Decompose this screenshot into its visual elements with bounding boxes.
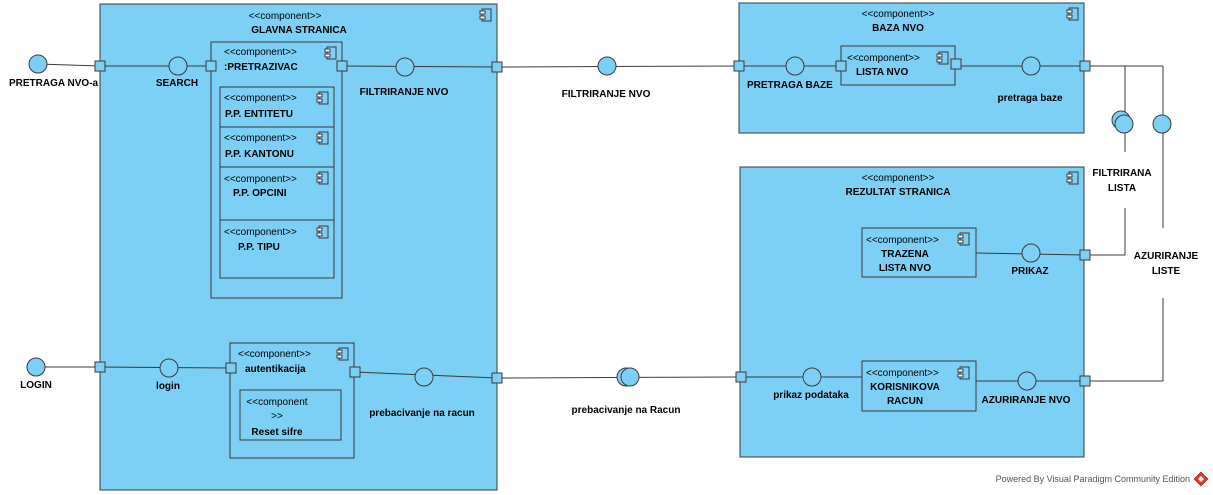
- component-korisnikova-racun[interactable]: <<component>> KORISNIKOVA RACUN: [861, 360, 977, 412]
- label-prebacivanje-racun: prebacivanje na racun: [369, 408, 475, 419]
- port[interactable]: [94, 361, 106, 373]
- stereotype: <<component>>: [862, 9, 935, 20]
- stereotype: <<component>>: [224, 47, 297, 58]
- component-rezultat-stranica[interactable]: <<component>> REZULTAT STRANICA: [739, 166, 1085, 458]
- component-title: Reset sifre: [251, 427, 303, 438]
- stereotype: >>: [271, 411, 283, 422]
- stereotype: <<component>>: [238, 349, 311, 360]
- port[interactable]: [491, 61, 503, 73]
- label-prikaz-podataka: prikaz podataka: [773, 390, 849, 401]
- interface-pretraga-baze-caps[interactable]: [785, 56, 805, 76]
- footer: Powered By Visual Paradigm Community Edi…: [996, 471, 1209, 487]
- interface-prebacivanje-racun[interactable]: [414, 367, 434, 387]
- label-login: login: [156, 381, 180, 392]
- port[interactable]: [735, 371, 747, 383]
- label-azuriranje-liste: LISTE: [1152, 266, 1181, 277]
- port[interactable]: [491, 372, 503, 384]
- component-title: P.P. TIPU: [238, 242, 280, 253]
- interface-prebacivanje-Racun[interactable]: [620, 367, 640, 387]
- interface-prikaz-podataka[interactable]: [802, 367, 822, 387]
- port[interactable]: [349, 366, 361, 378]
- stereotype: <<component>>: [224, 174, 297, 185]
- component-title: TRAZENA: [881, 249, 929, 260]
- component-pp-kantonu[interactable]: <<component>> P.P. KANTONU: [219, 126, 335, 168]
- component-title: P.P. KANTONU: [225, 149, 294, 160]
- port[interactable]: [950, 58, 962, 70]
- stereotype: <<component>>: [224, 133, 297, 144]
- interface-filtrirana-lista[interactable]: [1114, 114, 1134, 134]
- interface-pretraga-baze[interactable]: [1021, 56, 1041, 76]
- stereotype: <<component>>: [847, 53, 920, 64]
- port[interactable]: [225, 362, 237, 374]
- ports: [94, 58, 1091, 387]
- component-title: P.P. ENTITETU: [225, 109, 293, 120]
- label-pretraga-baze: pretraga baze: [997, 93, 1062, 104]
- visual-paradigm-logo-icon: [1193, 471, 1209, 487]
- port[interactable]: [94, 60, 106, 72]
- interface-azuriranje-liste[interactable]: [1152, 114, 1172, 134]
- port[interactable]: [336, 60, 348, 72]
- component-title: LISTA NVO: [856, 67, 908, 78]
- component-title: autentikacija: [245, 364, 306, 375]
- component-title: P.P. OPCINI: [233, 188, 287, 199]
- stereotype: <<component>>: [866, 235, 939, 246]
- interface-filtriranje-inner[interactable]: [395, 57, 415, 77]
- interface-filtriranje-outer[interactable]: [597, 56, 617, 76]
- label-login-caps: LOGIN: [20, 380, 52, 391]
- interface-azuriranje-nvo[interactable]: [1017, 371, 1037, 391]
- interface-pretraga-nvo-a[interactable]: [28, 54, 48, 74]
- stereotype: <<component>>: [862, 173, 935, 184]
- component-title: BAZA NVO: [872, 23, 924, 34]
- stereotype: <<component: [246, 397, 307, 408]
- port[interactable]: [1079, 375, 1091, 387]
- port[interactable]: [1079, 60, 1091, 72]
- label-prebacivanje-Racun: prebacivanje na Racun: [572, 405, 681, 416]
- stereotype: <<component>>: [224, 227, 297, 238]
- component-pp-tipu[interactable]: <<component>> P.P. TIPU: [219, 219, 335, 279]
- label-filtriranje-outer: FILTRIRANJE NVO: [562, 89, 651, 100]
- labels: PRETRAGA NVO-a SEARCH FILTRIRANJE NVO FI…: [9, 78, 1199, 419]
- interface-login-caps[interactable]: [26, 357, 46, 377]
- label-search: SEARCH: [156, 78, 198, 89]
- interfaces: [26, 54, 1172, 391]
- component-trazena-lista-nvo[interactable]: <<component>> TRAZENA LISTA NVO: [861, 227, 977, 278]
- label-prikaz: PRIKAZ: [1011, 266, 1048, 277]
- label-pretraga-nvo-a: PRETRAGA NVO-a: [9, 78, 99, 89]
- component-pp-entitetu[interactable]: <<component>> P.P. ENTITETU: [219, 86, 335, 128]
- label-filtrirana-lista: FILTRIRANA: [1092, 168, 1151, 179]
- component-title: GLAVNA STRANICA: [251, 25, 347, 36]
- powered-by-text: Powered By Visual Paradigm Community Edi…: [996, 474, 1190, 484]
- component-title: REZULTAT STRANICA: [846, 187, 951, 198]
- component-title: RACUN: [887, 396, 923, 407]
- component-pp-opcini[interactable]: <<component>> P.P. OPCINI: [219, 166, 335, 221]
- port[interactable]: [835, 60, 847, 72]
- component-title: LISTA NVO: [879, 263, 931, 274]
- interface-search[interactable]: [168, 56, 188, 76]
- component-title: KORISNIKOVA: [870, 382, 940, 393]
- interface-login[interactable]: [159, 358, 179, 378]
- component-lista-nvo[interactable]: <<component>> LISTA NVO: [840, 45, 956, 86]
- label-azuriranje-liste: AZURIRANJE: [1134, 251, 1199, 262]
- component-reset-sifre[interactable]: <<component >> Reset sifre: [239, 389, 342, 441]
- stereotype: <<component>>: [224, 93, 297, 104]
- port[interactable]: [205, 60, 217, 72]
- label-filtrirana-lista: LISTA: [1108, 183, 1136, 194]
- label-azuriranje-nvo: AZURIRANJE NVO: [982, 395, 1071, 406]
- label-pretraga-baze-caps: PRETRAGA BAZE: [747, 80, 833, 91]
- interface-prikaz[interactable]: [1021, 243, 1041, 263]
- port[interactable]: [1079, 249, 1091, 261]
- port[interactable]: [733, 60, 745, 72]
- stereotype: <<component>>: [866, 368, 939, 379]
- stereotype: <<component>>: [249, 11, 322, 22]
- component-title: :PRETRAZIVAC: [224, 62, 298, 73]
- label-filtriranje-inner: FILTRIRANJE NVO: [360, 87, 449, 98]
